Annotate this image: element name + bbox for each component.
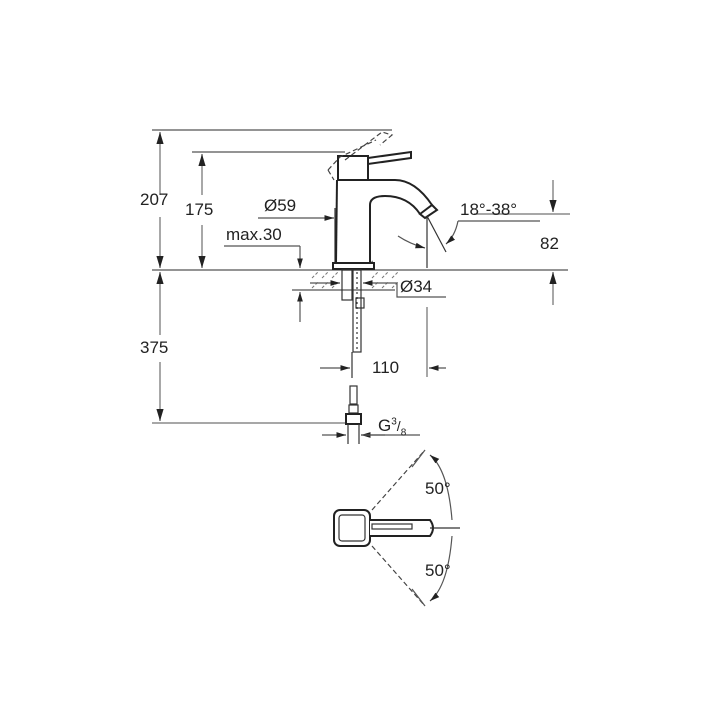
dimension-aerator-angle xyxy=(397,215,540,268)
thread-letter: G xyxy=(378,416,392,435)
top-view xyxy=(333,449,460,607)
label-max-30: max.30 xyxy=(226,225,282,244)
label-swing-right: 50° xyxy=(425,561,451,580)
label-mounting-diameter: Ø34 xyxy=(400,277,433,296)
connection-hose xyxy=(322,385,420,444)
faucet-body xyxy=(327,131,439,270)
thread-slash: / xyxy=(396,418,401,434)
dimension-110 xyxy=(320,307,446,378)
deck-section xyxy=(310,269,446,353)
label-thread: G3/8 xyxy=(378,416,406,438)
label-110: 110 xyxy=(372,358,400,377)
label-375: 375 xyxy=(140,338,169,357)
label-82: 82 xyxy=(540,234,559,253)
dimension-max-30 xyxy=(224,245,395,322)
label-body-diameter: Ø59 xyxy=(264,196,297,215)
label-swing-left: 50° xyxy=(425,479,451,498)
thread-numerator: 3 xyxy=(391,416,397,428)
label-175: 175 xyxy=(185,200,214,219)
label-207: 207 xyxy=(140,190,169,209)
label-aerator-angle: 18°-38° xyxy=(460,200,518,219)
thread-denominator: 8 xyxy=(400,427,407,439)
